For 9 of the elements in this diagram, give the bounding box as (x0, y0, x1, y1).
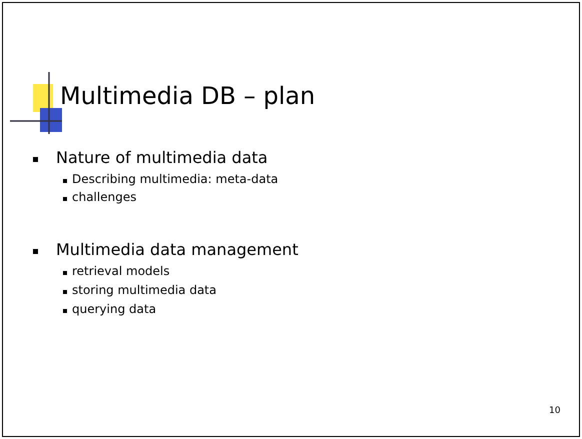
bullet-text: storing multimedia data (72, 283, 216, 297)
bullet-text: querying data (72, 302, 156, 316)
bullet-text: challenges (72, 190, 136, 204)
bullet-text: Describing multimedia: meta-data (72, 172, 278, 186)
bullet-text: Nature of multimedia data (56, 148, 268, 167)
slide-title: Multimedia DB – plan (60, 82, 316, 110)
bullet-text: retrieval models (72, 264, 170, 278)
page-number: 10 (549, 406, 560, 416)
bullet-text: Multimedia data management (56, 240, 298, 259)
